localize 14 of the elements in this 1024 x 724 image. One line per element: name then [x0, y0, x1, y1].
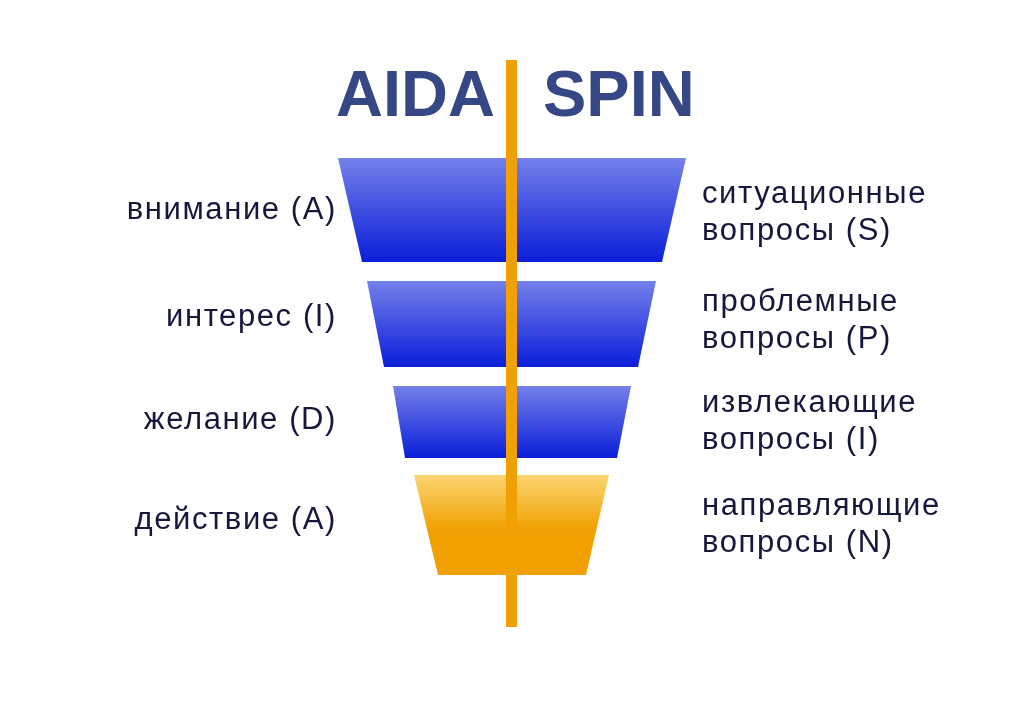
stage-label: внимание (A): [126, 190, 337, 227]
column-heading: SPIN: [543, 62, 695, 126]
funnel-band: [367, 281, 656, 367]
stage-label: желание (D): [143, 400, 337, 437]
funnel-band: [414, 475, 609, 575]
funnel-band: [393, 386, 631, 458]
funnel-band: [338, 158, 686, 262]
question-type-label: направляющие вопросы (N): [702, 486, 942, 560]
question-type-label: проблемные вопросы (P): [702, 282, 900, 356]
column-heading: AIDA: [336, 62, 495, 126]
stage-label: действие (A): [134, 500, 337, 537]
question-type-label: извлекающие вопросы (I): [702, 383, 918, 457]
stage-label: интерес (I): [166, 297, 337, 334]
question-type-label: ситуационные вопросы (S): [702, 174, 929, 248]
